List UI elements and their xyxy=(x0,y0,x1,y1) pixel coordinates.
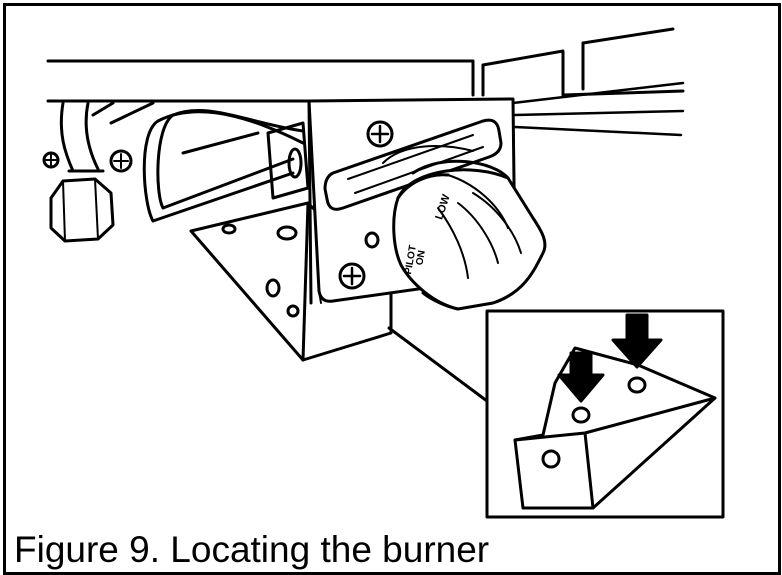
top-rail xyxy=(46,27,685,137)
thermocouple-tube xyxy=(142,108,305,223)
gas-pipe xyxy=(59,101,155,173)
control-knob xyxy=(382,145,547,311)
figure-frame: LOW PILOT ON Figure 9. Locating the burn… xyxy=(3,3,781,575)
plate-screw-bottom xyxy=(338,262,366,290)
hex-fitting xyxy=(49,177,115,243)
arrow-left xyxy=(557,351,605,403)
knob-label-on: ON xyxy=(414,249,427,266)
knob-label-pilot: PILOT xyxy=(403,244,419,275)
plate-screw-top xyxy=(366,120,394,148)
screw-left xyxy=(42,151,60,169)
figure-caption: Figure 9. Locating the burner xyxy=(14,529,490,570)
screw-left-2 xyxy=(109,149,133,173)
inset-bracket xyxy=(513,346,717,510)
arrow-right xyxy=(611,313,663,369)
adjust-slot xyxy=(323,118,503,211)
burner-illustration: LOW PILOT ON xyxy=(42,27,725,519)
valve-fitting xyxy=(266,121,310,200)
